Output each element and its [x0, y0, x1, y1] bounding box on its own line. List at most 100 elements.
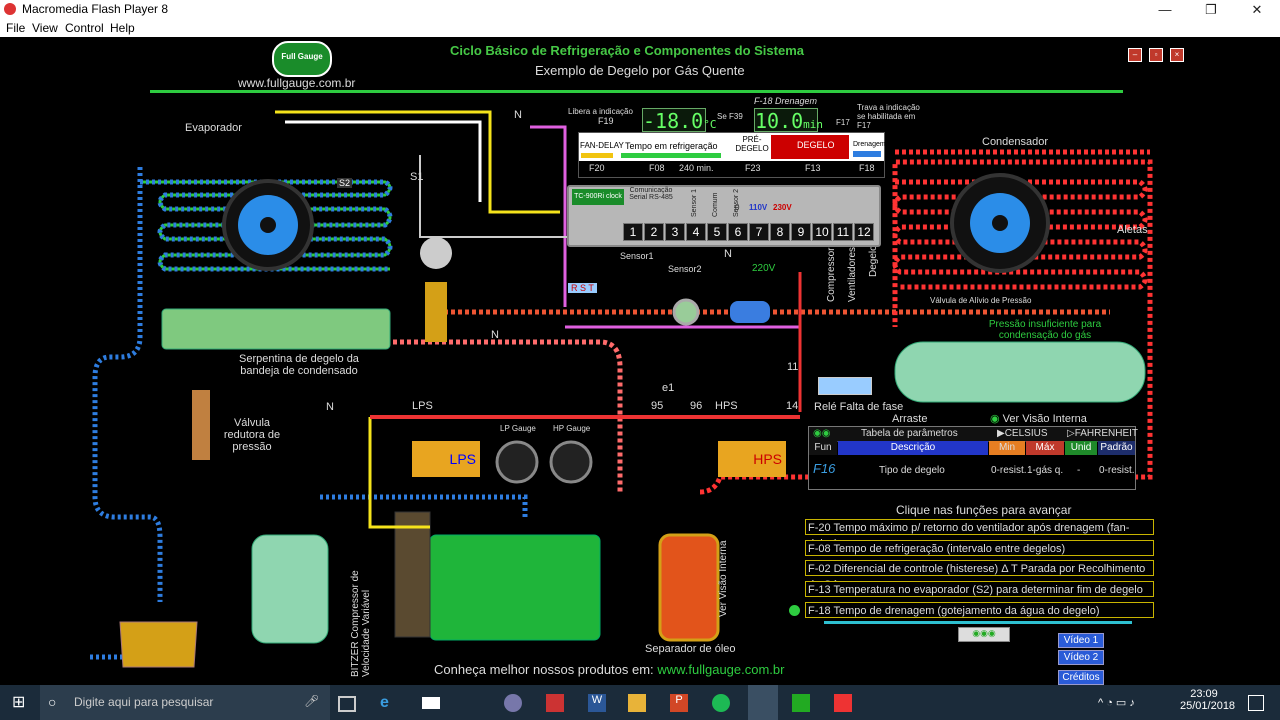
fins-label: Aletas [1117, 224, 1148, 236]
footer-url[interactable]: www.fullgauge.com.br [657, 662, 785, 677]
row-unid: - [1077, 465, 1081, 476]
flash-player-task[interactable] [748, 685, 778, 720]
filter-drier [730, 301, 770, 323]
app-icon-1[interactable] [504, 694, 522, 712]
stage-minimize-icon[interactable]: – [1128, 48, 1142, 62]
video1-button[interactable]: Vídeo 1 [1058, 633, 1104, 648]
f23-label: F23 [745, 163, 761, 173]
condenser-coil [892, 149, 1150, 290]
windows-start-icon[interactable]: ⊞ [12, 694, 26, 711]
comm-label: Comunicação Serial RS-485 [629, 187, 673, 201]
seg-drainage: Drenagem [853, 141, 886, 148]
header-divider [150, 90, 1123, 93]
neutral-label-right: N [724, 248, 732, 260]
controller-logo: TC-900Ri clock [572, 189, 624, 205]
windows-taskbar: ⊞ ○ Digite aqui para pesquisar 🎤︎ e W P … [0, 685, 1280, 720]
trava-label: Trava a indicação se habilitada em F17 [857, 103, 920, 130]
phase-relay-label: Relé Falta de fase [814, 401, 904, 413]
celsius-option[interactable]: ▶CELSIUS [997, 428, 1048, 439]
celsius-text: CELSIUS [1004, 428, 1048, 439]
temperature-unit: °C [703, 118, 717, 131]
explorer-icon[interactable] [628, 694, 646, 712]
function-f20-button[interactable]: F-20 Tempo máximo p/ retorno do ventilad… [805, 519, 1154, 550]
terminal-11: 11 [833, 223, 853, 241]
seg-refrig-bar [621, 153, 721, 158]
mail-icon[interactable] [422, 697, 440, 709]
neutral-label-mid: N [491, 329, 499, 341]
row-min: 0-resist. [991, 465, 1027, 476]
system-tray-icons[interactable]: ^ ◔ ▭ ♪ [1098, 697, 1135, 709]
compressor-terminal-label: Compressor [826, 247, 837, 302]
seg-drain-bar [853, 151, 881, 157]
function-f02-button[interactable]: F-02 Diferencial de controle (histerese)… [805, 560, 1154, 591]
mic-icon[interactable]: 🎤︎ [304, 694, 320, 708]
col-desc: Descrição [838, 441, 988, 455]
credits-button[interactable]: Créditos [1058, 670, 1104, 685]
powerpoint-icon[interactable]: P [670, 694, 688, 712]
header-url[interactable]: www.fullgauge.com.br [238, 76, 356, 90]
evaporator-label: Evaporador [185, 122, 242, 134]
drag-label: Arraste [892, 413, 928, 425]
mcafee-icon[interactable] [546, 694, 564, 712]
internal-view-text: Ver Visão Interna [1002, 413, 1087, 425]
oil-separator [658, 533, 720, 642]
col-max: Máx [1026, 441, 1064, 455]
maximize-button[interactable]: ❐ [1205, 2, 1217, 17]
function-f18-button[interactable]: F-18 Tempo de drenagem (gotejamento da á… [805, 602, 1154, 618]
min240-label: 240 min. [679, 163, 714, 173]
terminal-10: 10 [812, 223, 832, 241]
terminal-14-label: 14 [786, 400, 799, 412]
seg-pre-defrost: PRÉ-DEGELO [735, 135, 769, 153]
f17-label: F17 [836, 118, 850, 127]
spotify-icon[interactable] [712, 694, 730, 712]
terminal-4: 4 [686, 223, 706, 241]
minimize-button[interactable]: — [1158, 2, 1172, 17]
menu-file[interactable]: File [6, 21, 26, 35]
se-f39-label: Se F39 [717, 112, 743, 121]
hps-switch: HPS [718, 441, 786, 477]
close-button[interactable]: ✕ [1251, 2, 1263, 17]
temperature-display: -18.0°C [642, 108, 716, 133]
neutral-label-left: N [326, 401, 334, 413]
accumulator [251, 534, 329, 644]
cycle-timeline: FAN-DELAY Tempo em refrigeração PRÉ-DEGE… [578, 132, 886, 178]
page-title: Ciclo Básico de Refrigeração e Component… [450, 43, 804, 58]
compressor [429, 534, 601, 641]
search-placeholder: Digite aqui para pesquisar [74, 695, 214, 709]
neutral-label-top: N [514, 109, 522, 121]
function-f08-button[interactable]: F-08 Tempo de refrigeração (intervalo en… [805, 540, 1154, 556]
internal-view-label[interactable]: Ver Visão Interna [718, 540, 729, 617]
internal-view-link[interactable]: ◉ Ver Visão Interna [990, 412, 1087, 425]
nav-controls[interactable]: ◉◉◉ [958, 627, 1010, 642]
menu-view[interactable]: View [32, 21, 58, 35]
stage-close-icon[interactable]: × [1170, 48, 1184, 62]
terminal-1: 1 [623, 223, 643, 241]
drain-header-label: F-18 Drenagem [754, 96, 818, 106]
seg-refrigeration: Tempo em refrigeração [625, 141, 718, 151]
task-view-icon[interactable] [338, 696, 356, 712]
flash-icon [4, 3, 16, 15]
stage-restore-icon[interactable]: ▫ [1149, 48, 1163, 62]
defrost-terminal-label: Degelo [868, 245, 879, 277]
cortana-icon: ○ [48, 694, 57, 710]
relief-valve-label: Válvula de Alívio de Pressão [930, 296, 1032, 305]
table-nav-icon[interactable]: ◉◉ [813, 428, 831, 439]
window-title: Macromedia Flash Player 8 [22, 2, 169, 16]
row-fun: F16 [813, 461, 836, 476]
sensor1-pin-label: Sensor 1 [691, 188, 698, 217]
menu-control[interactable]: Control [65, 21, 104, 35]
function-f13-button[interactable]: F-13 Temperatura no evaporador (S2) para… [805, 581, 1154, 597]
taskbar-search[interactable]: ○ Digite aqui para pesquisar 🎤︎ [40, 685, 330, 720]
refrigeration-diagram [90, 110, 1153, 668]
word-icon[interactable]: W [588, 694, 606, 712]
terminal-5: 5 [707, 223, 727, 241]
menu-help[interactable]: Help [110, 21, 135, 35]
camtasia-icon[interactable] [792, 694, 810, 712]
recorder-icon[interactable] [834, 694, 852, 712]
f08-label: F08 [649, 163, 665, 173]
edge-icon[interactable]: e [380, 694, 389, 711]
video2-button[interactable]: Vídeo 2 [1058, 650, 1104, 665]
notifications-icon[interactable] [1248, 695, 1264, 711]
fahrenheit-option[interactable]: ▷FAHRENHEIT [1067, 428, 1139, 439]
